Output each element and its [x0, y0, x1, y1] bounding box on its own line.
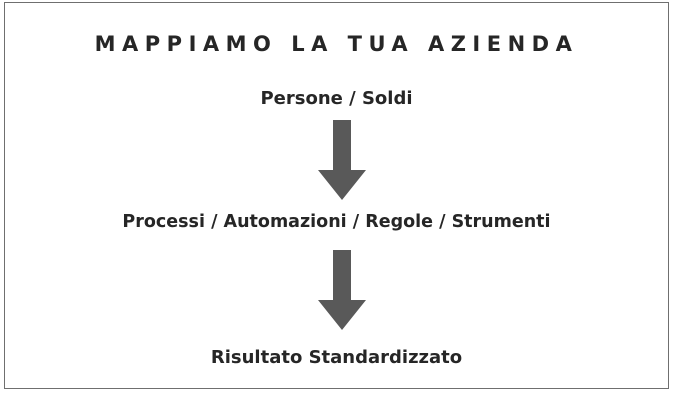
diagram-title: MAPPIAMO LA TUA AZIENDA: [94, 32, 579, 56]
down-arrow-icon: [318, 120, 366, 200]
step-processi-automazioni: Processi / Automazioni / Regole / Strume…: [122, 212, 551, 232]
step-risultato-standardizzato: Risultato Standardizzato: [210, 347, 463, 368]
step-persone-soldi: Persone / Soldi: [260, 88, 413, 109]
down-arrow-icon: [318, 250, 366, 330]
diagram-frame: MAPPIAMO LA TUA AZIENDA Persone / Soldi …: [4, 2, 669, 389]
